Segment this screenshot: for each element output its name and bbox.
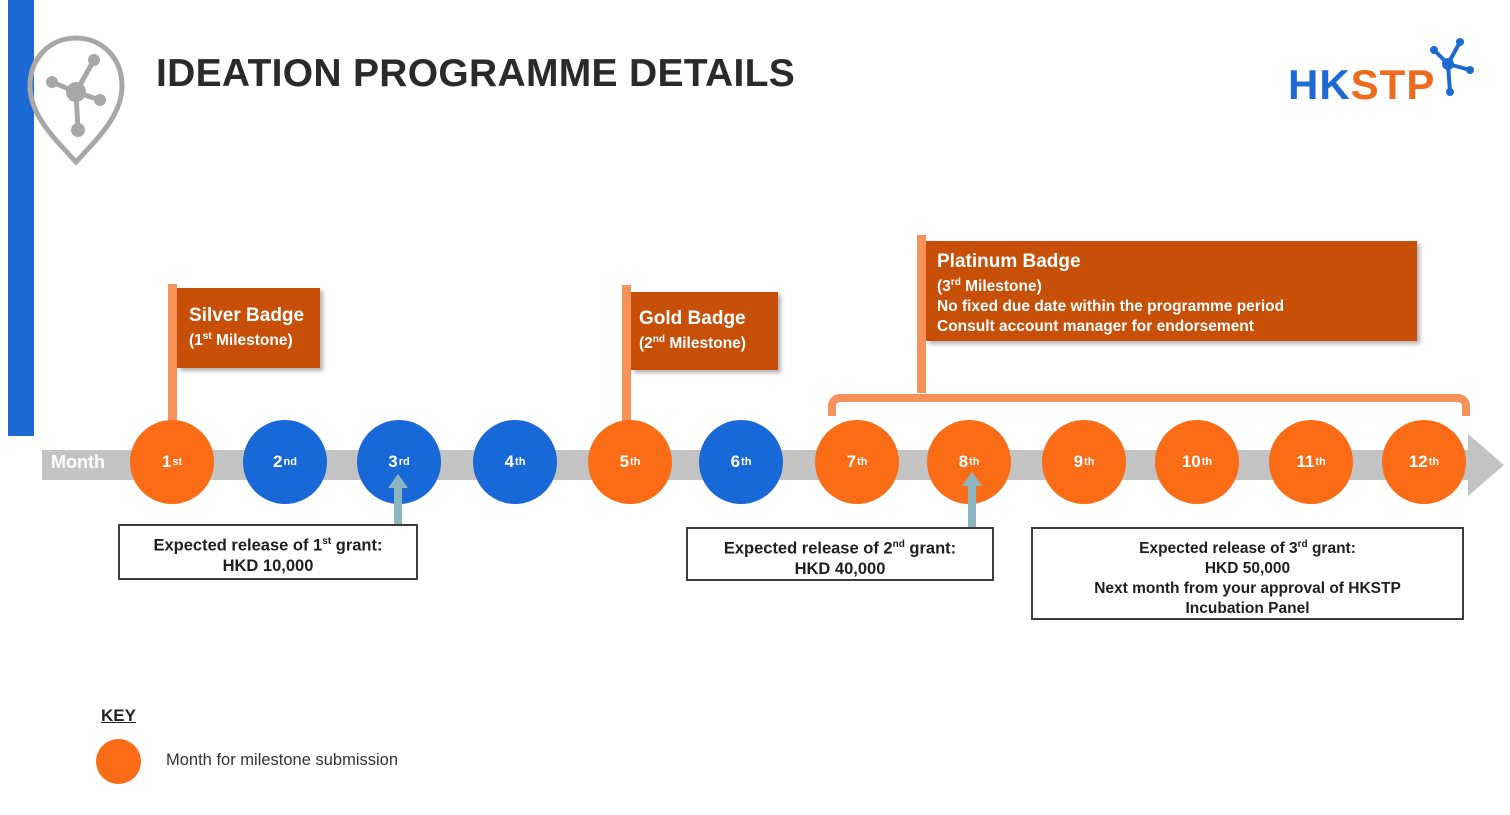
platinum-badge-note: No fixed due date within the programme p… — [937, 298, 1285, 316]
logo-molecule-icon — [1430, 38, 1474, 96]
map-pin-molecule-icon — [27, 35, 125, 166]
platinum-flagpole — [917, 235, 926, 393]
grant-1-label: Expected release of 1st grant: — [153, 536, 383, 555]
platinum-badge-title: Platinum Badge — [937, 251, 1081, 272]
grant-1-arrow-icon — [388, 474, 408, 532]
gold-badge-title: Gold Badge — [639, 308, 746, 329]
grant-2-label: Expected release of 2nd grant: — [723, 539, 957, 558]
platinum-badge-endorsement: Consult account manager for endorsement — [937, 318, 1254, 336]
timeline-label: Month — [51, 452, 105, 472]
grant-2-amount: HKD 40,000 — [794, 559, 886, 578]
grant-2-arrow-icon — [962, 472, 982, 530]
grant-3-panel: Incubation Panel — [1185, 600, 1310, 618]
platinum-badge-flag: Platinum Badge (3rd Milestone) No fixed … — [926, 241, 1417, 341]
silver-badge-flag: Silver Badge (1st Milestone) — [177, 288, 320, 368]
logo-text-hk: HK — [1288, 61, 1351, 108]
key-milestone-label: Month for milestone submission — [166, 751, 399, 769]
logo-text-stp: STP — [1350, 61, 1436, 108]
silver-badge-milestone: (1st Milestone) — [189, 331, 293, 350]
hkstp-logo: HKSTP — [1288, 34, 1478, 106]
timeline-arrowhead — [1468, 434, 1504, 496]
grant-1-amount: HKD 10,000 — [222, 556, 314, 575]
silver-flagpole — [168, 284, 177, 424]
gold-flagpole — [622, 285, 631, 423]
gold-badge-milestone: (2nd Milestone) — [639, 334, 746, 353]
grant-1-box: Expected release of 1st grant: HKD 10,00… — [118, 524, 418, 580]
gold-badge-flag: Gold Badge (2nd Milestone) — [631, 292, 778, 370]
grant-3-label: Expected release of 3rd grant: — [1139, 539, 1356, 558]
silver-badge-title: Silver Badge — [189, 305, 305, 326]
grant-2-box: Expected release of 2nd grant: HKD 40,00… — [686, 527, 994, 581]
grant-3-box: Expected release of 3rd grant: HKD 50,00… — [1031, 527, 1464, 620]
platinum-range-bracket — [828, 394, 1470, 416]
grant-3-condition: Next month from your approval of HKSTP — [1094, 580, 1401, 598]
key-title: KEY — [101, 706, 136, 725]
page-title: IDEATION PROGRAMME DETAILS — [156, 52, 796, 95]
key-milestone-dot-icon — [96, 739, 141, 784]
grant-3-amount: HKD 50,000 — [1204, 560, 1291, 578]
platinum-badge-milestone: (3rd Milestone) — [937, 277, 1042, 296]
